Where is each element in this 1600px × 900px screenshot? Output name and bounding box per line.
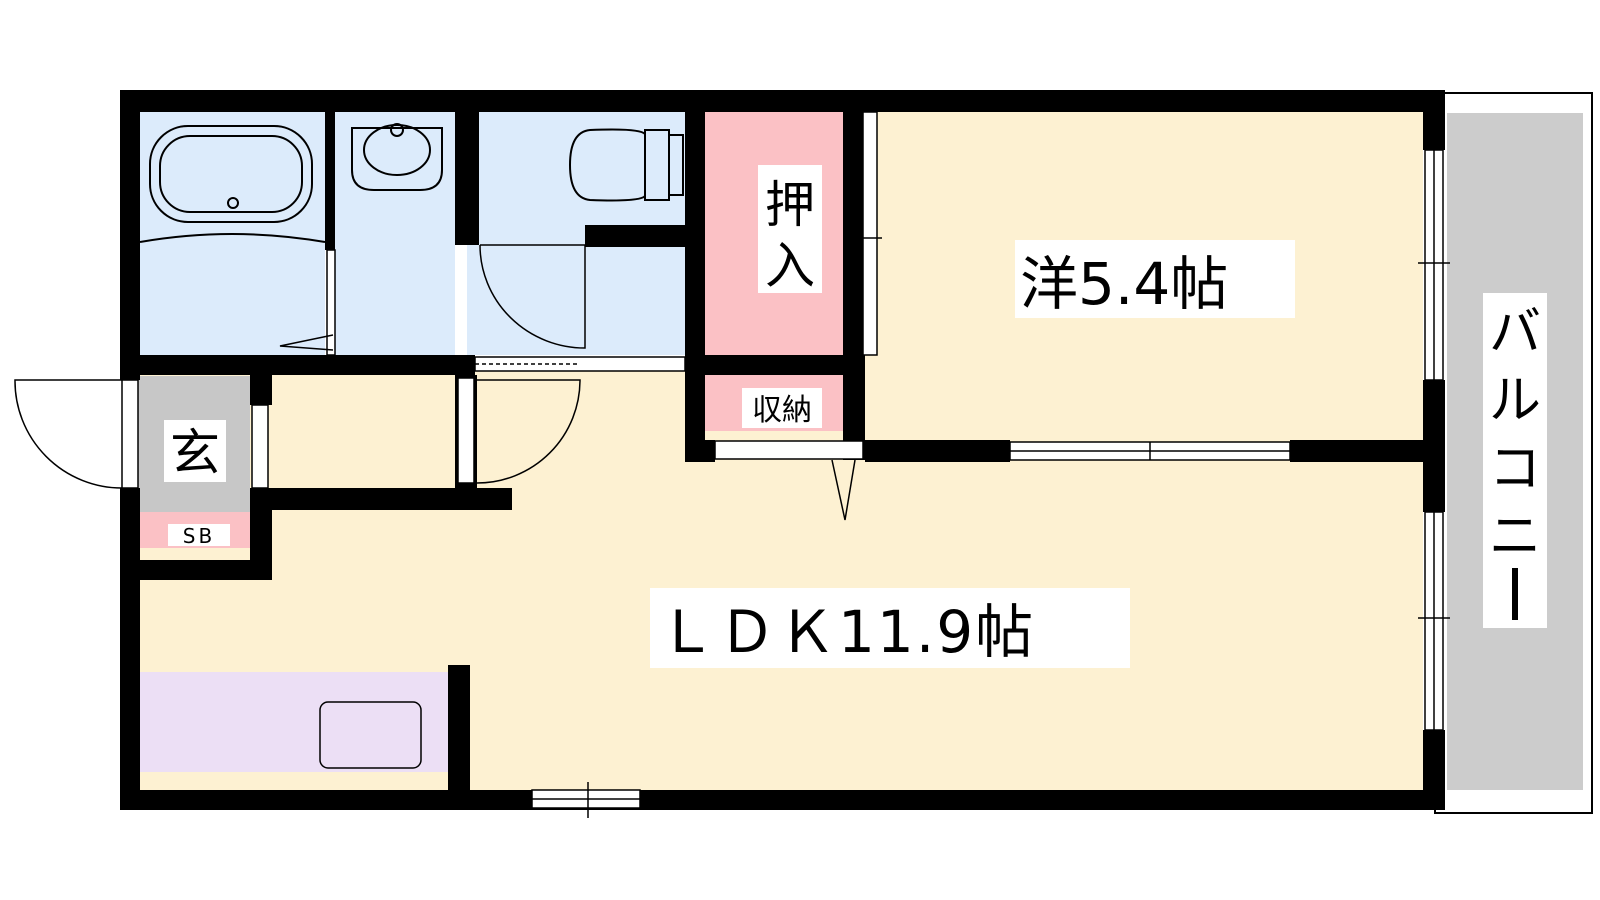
- ldk-size: 11.9: [838, 598, 975, 666]
- wall-hall-left: [250, 488, 272, 580]
- shoe-box-label: SB: [168, 524, 230, 548]
- storage-label: 収納: [742, 388, 822, 428]
- bathtub-icon: [139, 125, 326, 243]
- closet-sliding-door: [862, 111, 878, 356]
- bathroom-floor: [138, 110, 325, 355]
- wall-closet-bottom: [685, 355, 865, 375]
- entrance-frame-left: [121, 379, 139, 489]
- storage-door: [714, 440, 864, 460]
- bath-sliding-door: [326, 249, 336, 356]
- shoe-box-label-text: SB: [183, 524, 215, 548]
- washbasin-icon: [351, 123, 443, 191]
- ldk-name: ＬＤＫ: [658, 598, 838, 666]
- wall-toilet-right: [685, 110, 705, 460]
- svg-text:ＬＤＫ11.9帖: ＬＤＫ11.9帖: [658, 598, 1035, 666]
- kitchen-sink: [319, 701, 422, 769]
- wall-hall-shelf: [250, 488, 512, 510]
- balcony-char-4: ニ: [1489, 507, 1541, 567]
- washroom-floor: [335, 110, 455, 355]
- wall-kitchen-end: [448, 665, 470, 790]
- wall-wet-bottom: [120, 355, 475, 375]
- kitchen-counter: [138, 672, 448, 772]
- toilet-icon: [568, 128, 684, 202]
- storage-label-text: 収納: [752, 393, 812, 428]
- entrance-frame-right: [251, 404, 269, 489]
- closet-label-char-2: 入: [765, 237, 815, 295]
- bath-door-swing: [279, 334, 334, 351]
- western-room-unit: 帖: [1170, 250, 1228, 318]
- balcony-char-1: バ: [1489, 303, 1541, 363]
- ldk-label: ＬＤＫ11.9帖: [650, 588, 1130, 668]
- wall-wash-toilet: [455, 110, 479, 245]
- wall-top: [120, 90, 1445, 112]
- svg-text:洋5.4帖: 洋5.4帖: [1020, 250, 1228, 318]
- storage-door-swing: [831, 459, 856, 521]
- entrance-label-text: 玄: [170, 424, 220, 482]
- balcony-char-3: コ: [1489, 439, 1541, 499]
- wall-left-upper: [120, 90, 140, 380]
- wall-room-bottom-right: [1290, 440, 1445, 462]
- hall-door-frame: [457, 377, 475, 484]
- hall-door-swing: [476, 379, 581, 484]
- balcony-char-2: ル: [1489, 371, 1541, 431]
- closet-label-char-1: 押: [765, 176, 815, 234]
- balcony-char-5: [1512, 568, 1518, 620]
- entrance-label: 玄: [164, 420, 226, 482]
- wall-entrance-right: [250, 375, 272, 405]
- wall-toilet-bottom: [585, 225, 700, 247]
- wall-storage-bottom: [685, 440, 715, 462]
- wall-room-bottom-left: [865, 440, 1010, 462]
- wall-closet-right: [843, 110, 865, 460]
- entrance-door-swing: [14, 379, 123, 489]
- wall-bottom: [120, 790, 1445, 810]
- wall-right-top: [1423, 90, 1445, 150]
- wall-sb-bottom: [120, 560, 272, 580]
- western-room-label: 洋5.4帖: [1015, 240, 1295, 318]
- western-room-size: 5.4: [1078, 250, 1170, 318]
- wall-right-bottom: [1423, 730, 1445, 810]
- toilet-door-swing: [479, 244, 586, 349]
- western-room-name: 洋: [1020, 250, 1078, 318]
- wall-bath-divider: [325, 110, 335, 250]
- closet-label: 押 入: [758, 165, 822, 295]
- ldk-unit: 帖: [975, 598, 1035, 666]
- balcony-label: バ ル コ ニ: [1483, 293, 1547, 628]
- wall-left-lower: [120, 488, 140, 810]
